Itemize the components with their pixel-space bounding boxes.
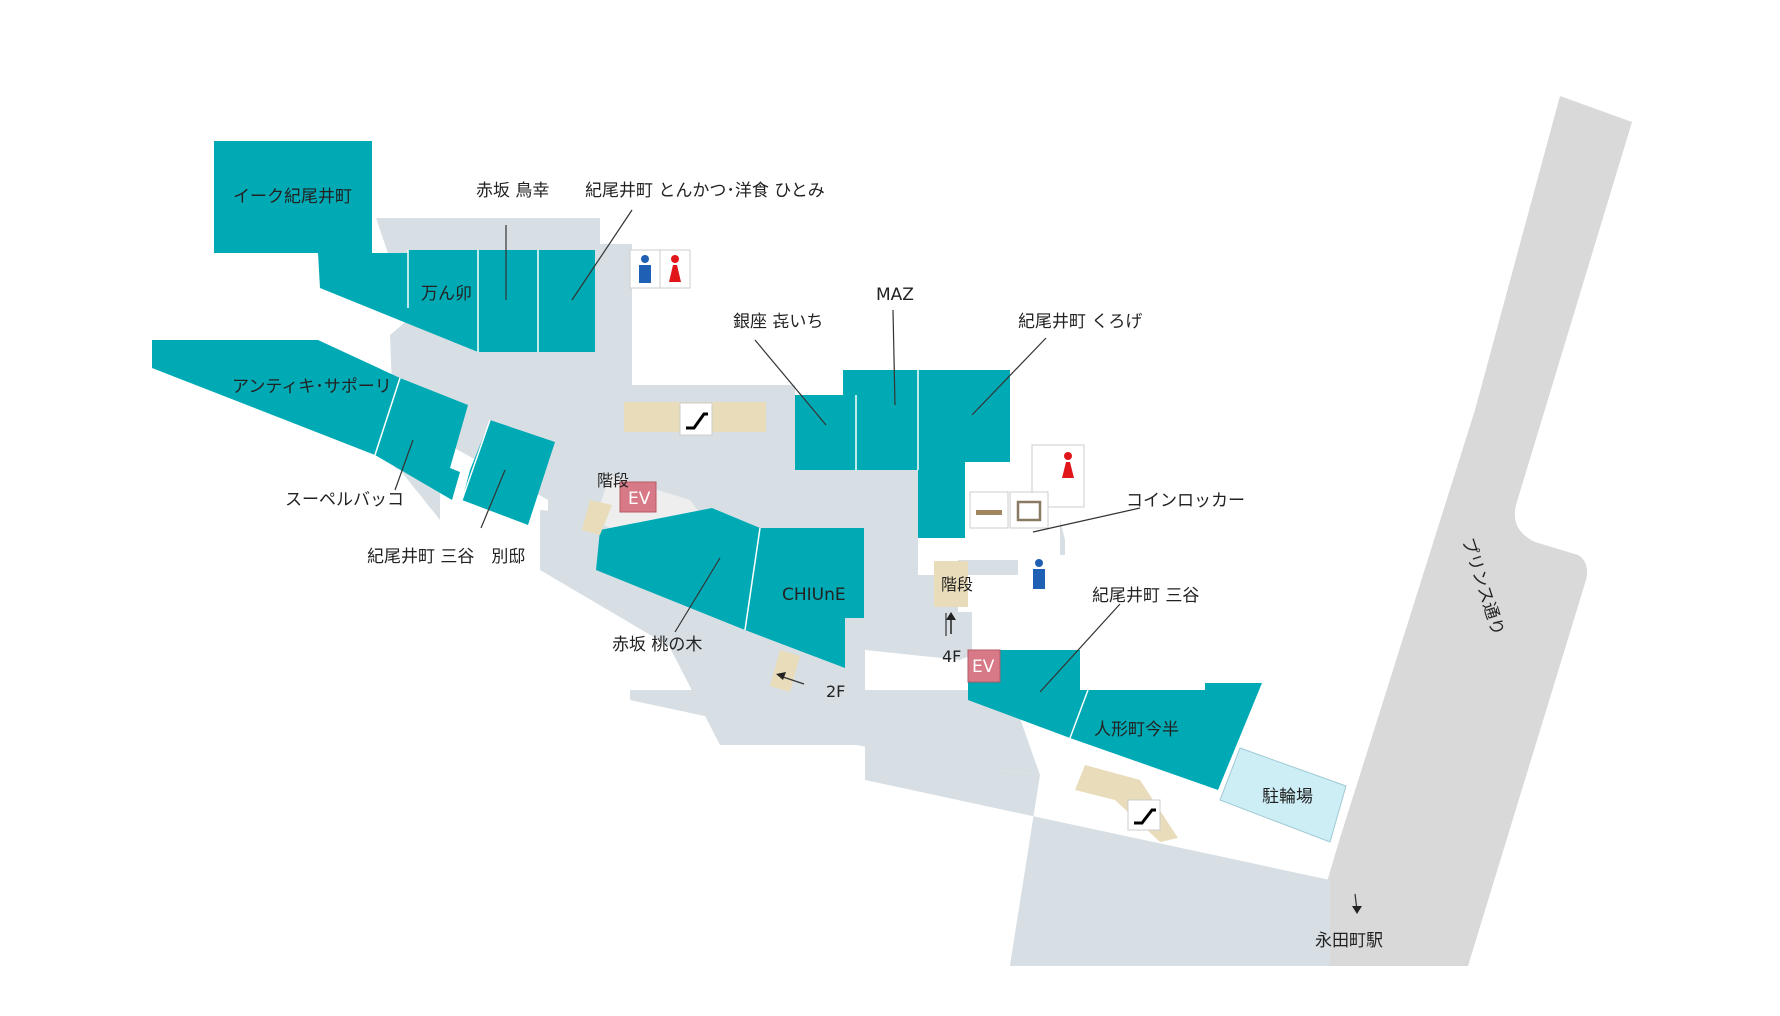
stairs-label-2: 階段 [941, 575, 973, 594]
nagatacho-station-arrow [1352, 906, 1362, 914]
label-ginza: 銀座 㐂いち [733, 312, 823, 332]
shop-maz[interactable] [843, 370, 918, 470]
elevator-1[interactable]: EV [619, 481, 657, 513]
shop-chiune[interactable] [745, 528, 864, 668]
svg-text:階段: 階段 [941, 575, 973, 594]
label-coin-locker: コインロッカー [1126, 491, 1245, 511]
svg-text:EV: EV [628, 489, 651, 509]
shop-imahan[interactable] [1070, 683, 1262, 790]
label-maz: MAZ [876, 285, 914, 305]
svg-text:2F: 2F [826, 682, 845, 701]
elevator-2[interactable]: EV [967, 649, 1001, 683]
escalator-icon-2 [1127, 799, 1161, 831]
shop-antichi[interactable] [152, 340, 400, 455]
label-imahan: 人形町今半 [1094, 720, 1179, 740]
arrow-to-2f: 2F [776, 672, 845, 701]
prince-dori-street [1302, 96, 1632, 966]
label-mannran: 万ん卯 [421, 284, 472, 304]
stairs-label-1: 階段 [597, 471, 629, 490]
shop-iiku[interactable] [214, 141, 372, 253]
shop-super-bacco[interactable] [375, 378, 468, 500]
male-restroom-icon [629, 249, 661, 289]
label-chiune: CHIUnE [782, 585, 846, 605]
label-mitani-bettei: 紀尾井町 三谷 別邸 [367, 547, 525, 567]
shop-momonoki[interactable] [596, 508, 760, 630]
label-antichi: アンティキ･サポーリ [232, 377, 392, 397]
bicycle-parking[interactable] [1219, 747, 1347, 843]
svg-text:EV: EV [972, 657, 995, 677]
shop-torisachi[interactable] [478, 250, 538, 352]
label-hitomi: 紀尾井町 とんかつ･洋食 ひとみ [585, 181, 825, 201]
arrow-to-4f: 4F [942, 612, 961, 666]
shop-mitani-bettei[interactable] [462, 420, 555, 525]
label-super-bacco: スーペルバッコ [285, 490, 404, 510]
leader-lines [394, 209, 1358, 911]
shop-divider-lines [407, 250, 539, 352]
shop-ginza[interactable] [795, 395, 856, 470]
male-restroom-icon-2 [1018, 555, 1068, 601]
label-kuroge: 紀尾井町 くろげ [1018, 312, 1142, 332]
svg-text:階段: 階段 [597, 471, 629, 490]
shop-divider-5 [1069, 689, 1089, 739]
female-restroom-icon [659, 249, 691, 289]
label-momonoki: 赤坂 桃の木 [612, 635, 702, 655]
label-nagatacho-station: 永田町駅 [1315, 931, 1383, 951]
label-mitani: 紀尾井町 三谷 [1092, 586, 1199, 606]
label-torisachi: 赤坂 鳥幸 [476, 181, 549, 201]
svg-text:4F: 4F [942, 647, 961, 666]
shop-kuroge[interactable] [918, 370, 1010, 538]
shop-divider-lines-3 [855, 370, 919, 470]
coin-locker-icon [1009, 491, 1049, 529]
escalator-icon [679, 402, 713, 436]
shop-divider-lines-2 [374, 377, 491, 501]
shop-mannran[interactable] [318, 250, 478, 352]
shop-divider-4 [744, 527, 761, 631]
label-bicycle-parking: 駐輪場 [1262, 787, 1313, 807]
shop-hitomi[interactable] [538, 250, 595, 352]
smoking-icon [969, 491, 1009, 529]
label-iiku: イーク紀尾井町 [233, 187, 352, 207]
